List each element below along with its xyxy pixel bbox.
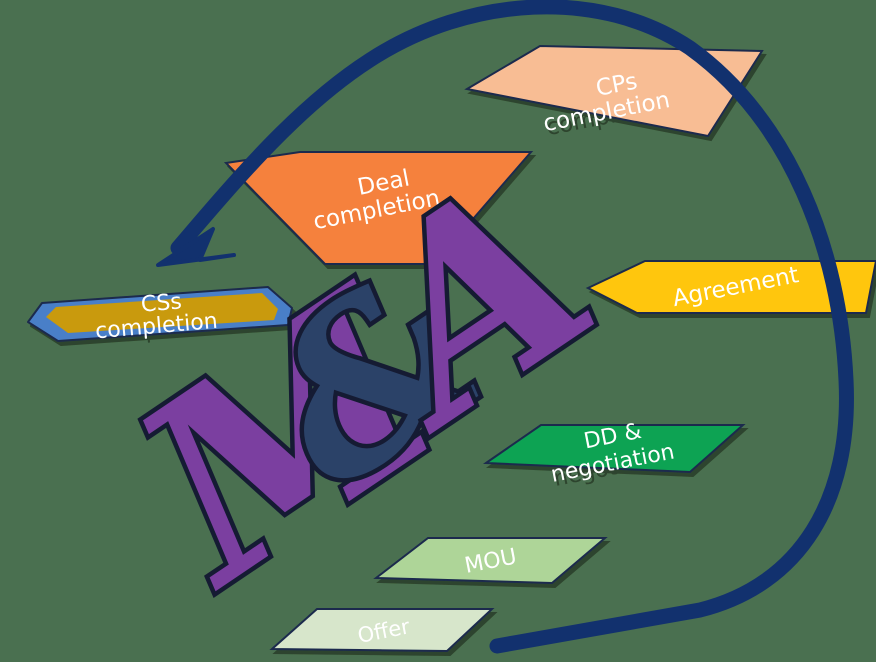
- step-deal-completion[interactable]: Deal completion: [223, 151, 534, 265]
- step-css-completion[interactable]: CSs completion: [27, 286, 293, 344]
- step-mou-shape: [373, 537, 608, 585]
- step-agreement[interactable]: Agreement: [585, 260, 876, 314]
- step-dd-negotiation[interactable]: DD & negotiation: [482, 419, 746, 488]
- step-mou[interactable]: MOU: [373, 537, 608, 585]
- step-cps-completion[interactable]: CPs completion: [464, 44, 764, 138]
- step-offer[interactable]: Offer: [269, 608, 495, 653]
- step-deal-completion-shape: [223, 151, 534, 265]
- step-agreement-shape: [585, 260, 876, 314]
- step-css-completion-shape: [46, 293, 278, 333]
- step-cps-completion-shape: [464, 44, 764, 138]
- step-offer-shape: [269, 608, 495, 653]
- step-dd-negotiation-shape: [482, 424, 746, 474]
- step-css-completion-label-line1: CSs: [140, 289, 183, 317]
- process-arrow-curve: [170, 0, 854, 654]
- process-arrow-head: [156, 227, 236, 267]
